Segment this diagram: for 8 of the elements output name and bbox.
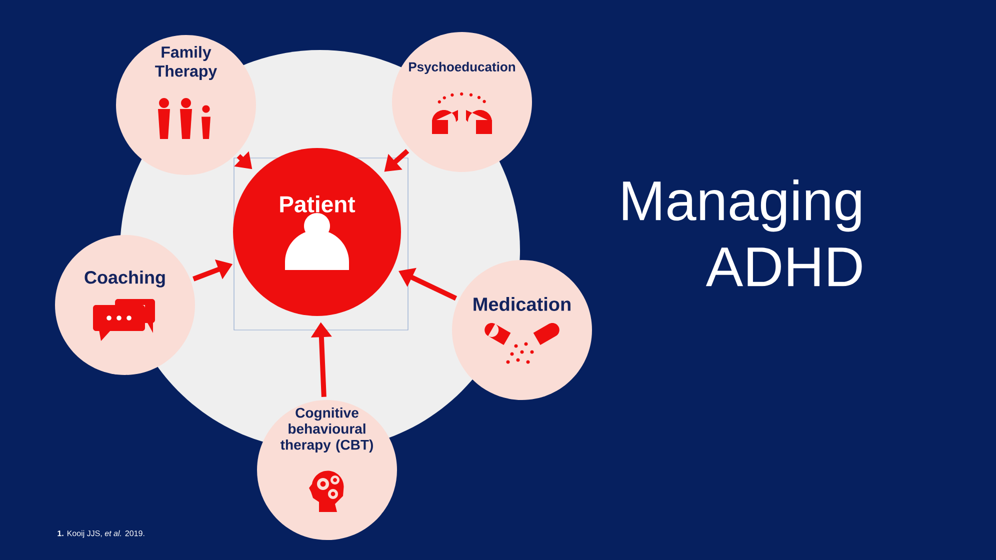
node-label: Family Therapy (155, 46, 218, 80)
footnote: 1. Kooij JJS, et al. 2019. (58, 530, 144, 538)
node-label: Medication (474, 297, 570, 311)
node-label: Patient (280, 196, 356, 212)
node-label: Cognitive behavioural therapy (CBT) (280, 407, 373, 453)
title: Managing ADHD (623, 180, 862, 286)
node-label: Coaching (84, 270, 165, 288)
node-label: Psychoeducation (409, 62, 516, 74)
